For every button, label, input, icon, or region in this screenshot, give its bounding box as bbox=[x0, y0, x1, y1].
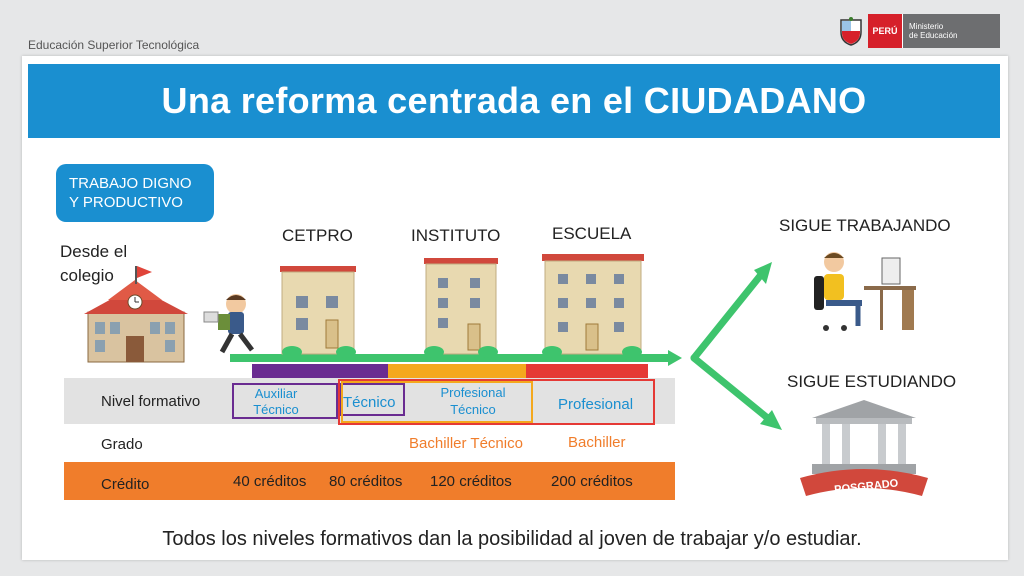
title-banner: Una reforma centrada en el CIUDADANO bbox=[28, 64, 1000, 138]
header-subtitle: Educación Superior Tecnológica bbox=[28, 38, 200, 52]
ministry-line1: Ministerio bbox=[909, 22, 944, 31]
escuela-label: ESCUELA bbox=[552, 224, 632, 243]
nivel-tecnico: Técnico bbox=[343, 394, 396, 411]
nivel-auxiliar-tecnico: Auxiliar Técnico bbox=[232, 386, 320, 418]
grado-bachiller-tecnico: Bachiller Técnico bbox=[409, 435, 523, 452]
ministry-line2: de Educación bbox=[909, 31, 958, 40]
row-label-credito: Crédito bbox=[101, 476, 150, 493]
box-profesional bbox=[338, 379, 655, 425]
credito-120: 120 créditos bbox=[430, 473, 512, 490]
branch-arrows bbox=[690, 272, 774, 424]
auxiliar-line2: Técnico bbox=[253, 402, 299, 417]
bar-escuela bbox=[526, 364, 648, 378]
auxiliar-line1: Auxiliar bbox=[254, 386, 298, 401]
start-line2: colegio bbox=[60, 266, 114, 285]
row-label-grado: Grado bbox=[101, 436, 143, 453]
arrow-head-up bbox=[754, 262, 772, 284]
badge-line2: Y PRODUCTIVO bbox=[69, 194, 183, 211]
profesional-tecnico-line1: Profesional bbox=[440, 385, 506, 400]
footer-message: Todos los niveles formativos dan la posi… bbox=[162, 528, 862, 550]
arrow-head-down bbox=[760, 410, 782, 430]
grado-bachiller: Bachiller bbox=[568, 434, 626, 451]
bar-cetpro bbox=[252, 364, 388, 378]
running-student-icon bbox=[203, 294, 254, 354]
box-profesional-tecnico bbox=[341, 381, 533, 423]
cetpro-building-icon bbox=[280, 266, 356, 358]
university-icon bbox=[800, 400, 928, 496]
worker-at-desk-icon bbox=[814, 252, 916, 331]
row-label-nivel: Nivel formativo bbox=[101, 393, 201, 410]
nivel-formativo-band bbox=[64, 378, 675, 424]
trabajo-digno-badge: TRABAJO DIGNO Y PRODUCTIVO bbox=[56, 164, 214, 222]
badge-line1: TRABAJO DIGNO bbox=[69, 175, 192, 192]
credito-200: 200 créditos bbox=[551, 473, 633, 490]
profesional-tecnico-line2: Técnico bbox=[450, 402, 496, 417]
start-line1: Desde el bbox=[60, 242, 128, 261]
instituto-building-icon bbox=[424, 258, 498, 358]
green-path-arrow bbox=[230, 350, 682, 366]
credito-80: 80 créditos bbox=[329, 473, 403, 490]
coat-of-arms-icon bbox=[836, 14, 866, 48]
bar-instituto bbox=[388, 364, 526, 378]
nivel-profesional: Profesional bbox=[558, 396, 634, 413]
escuela-building-icon bbox=[542, 254, 644, 358]
ministry-logo: PERÚ Ministerio de Educación bbox=[836, 14, 1000, 48]
page-title: Una reforma centrada en el CIUDADANO bbox=[161, 80, 867, 121]
credito-40: 40 créditos bbox=[233, 473, 307, 490]
school-icon bbox=[84, 266, 188, 363]
sigue-trabajando-label: SIGUE TRABAJANDO bbox=[779, 216, 951, 235]
instituto-label: INSTITUTO bbox=[411, 226, 501, 245]
cetpro-label: CETPRO bbox=[282, 226, 353, 245]
nivel-profesional-tecnico: Profesional Técnico bbox=[428, 384, 518, 418]
peru-label: PERÚ bbox=[868, 14, 902, 48]
credito-band bbox=[64, 462, 675, 500]
posgrado-ribbon bbox=[800, 469, 928, 496]
sigue-estudiando-label: SIGUE ESTUDIANDO bbox=[787, 372, 957, 391]
ministry-label: Ministerio de Educación bbox=[902, 14, 1000, 48]
box-auxiliar bbox=[232, 383, 338, 419]
start-label: Desde el colegio bbox=[60, 240, 127, 288]
